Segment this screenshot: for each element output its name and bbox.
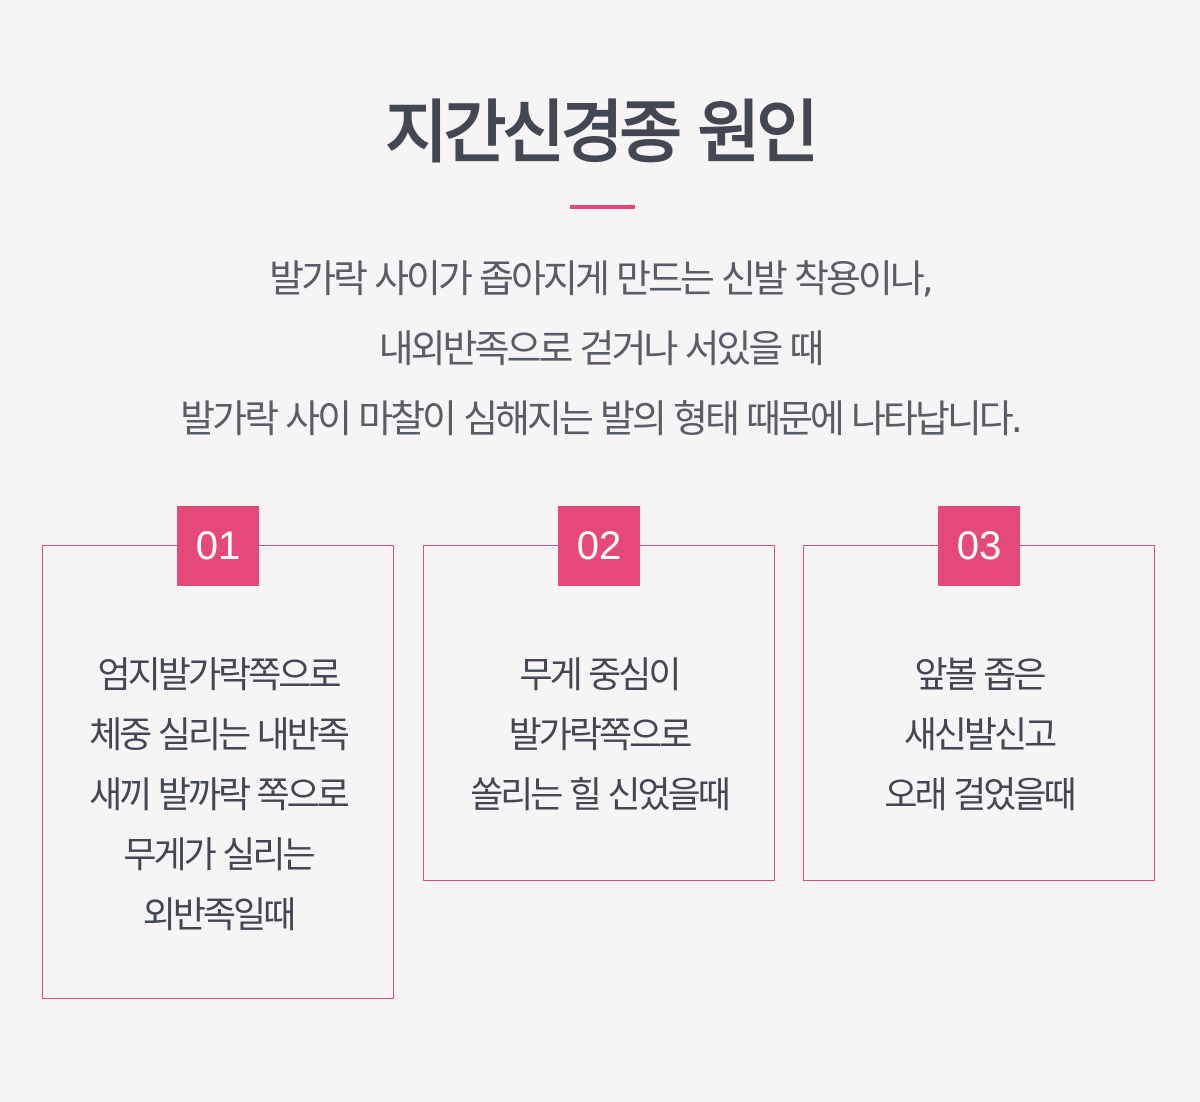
card-line: 발가락쪽으로 [508, 715, 693, 756]
card-text: 앞볼 좁은 새신발신고 오래 걸었을때 [804, 646, 1154, 826]
intro-line: 발가락 사이 마찰이 심해지는 발의 형태 때문에 나타납니다. [180, 397, 1023, 441]
title-divider [570, 205, 635, 209]
card-text: 무게 중심이 발가락쪽으로 쏠리는 힐 신었을때 [424, 646, 774, 826]
card-line: 엄지발가락쪽으로 [97, 655, 342, 696]
card-line: 외반족일때 [142, 895, 297, 936]
intro-line: 내외반족으로 걷거나 서있을 때 [378, 327, 825, 371]
number-badge: 03 [938, 506, 1020, 586]
card-line: 무게 중심이 [519, 655, 681, 696]
card-line: 앞볼 좁은 [914, 655, 1047, 696]
cause-card-01: 01 엄지발가락쪽으로 체중 실리는 내반족 새끼 발까락 쪽으로 무게가 실리… [42, 506, 394, 999]
page-title: 지간신경종 원인 [385, 94, 819, 173]
intro-line: 발가락 사이가 좁아지게 만드는 신발 착용이나, [269, 257, 934, 301]
cause-card-03: 03 앞볼 좁은 새신발신고 오래 걸었을때 [803, 506, 1155, 881]
card-line: 체중 실리는 내반족 [89, 715, 350, 756]
number-badge: 01 [177, 506, 259, 586]
cause-card-02: 02 무게 중심이 발가락쪽으로 쏠리는 힐 신었을때 [423, 506, 775, 881]
card-line: 무게가 실리는 [123, 835, 315, 876]
card-line: 오래 걸었을때 [884, 775, 1076, 816]
card-text: 엄지발가락쪽으로 체중 실리는 내반족 새끼 발까락 쪽으로 무게가 실리는 외… [43, 646, 393, 946]
intro-text: 발가락 사이가 좁아지게 만드는 신발 착용이나, 내외반족으로 걷거나 서있을… [0, 244, 1200, 454]
card-line: 새끼 발까락 쪽으로 [89, 775, 350, 816]
number-badge: 02 [558, 506, 640, 586]
card-line: 새신발신고 [903, 715, 1058, 756]
card-line: 쏠리는 힐 신었을때 [470, 775, 731, 816]
